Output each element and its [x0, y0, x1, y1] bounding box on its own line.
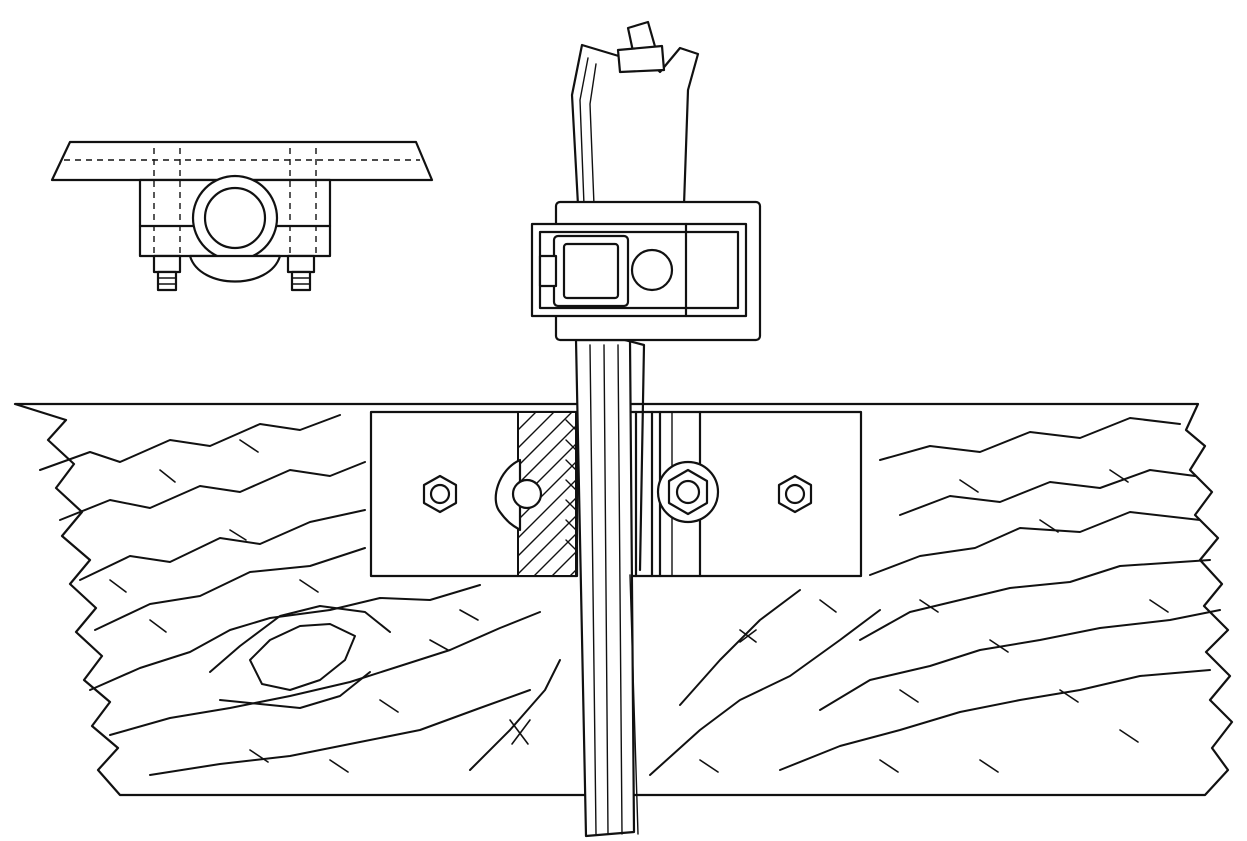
wood-grain	[39, 414, 1221, 776]
detail-right-bolt	[286, 254, 316, 292]
detail-bracket-view	[50, 140, 434, 292]
clamp-assembly	[369, 410, 863, 578]
square-nut	[538, 234, 630, 308]
head-bore-hole	[630, 248, 674, 292]
left-nut	[422, 474, 458, 514]
hatched-section	[494, 411, 577, 577]
vertical-post	[565, 338, 646, 838]
wood-knot	[249, 623, 356, 691]
left-bore-hole	[511, 478, 543, 510]
detail-ring-inner	[203, 186, 267, 250]
right-nut	[777, 474, 813, 514]
center-nut	[656, 460, 720, 524]
right-clamp-plate	[607, 410, 863, 578]
detail-left-bolt	[152, 254, 182, 292]
top-bracket	[530, 20, 762, 342]
